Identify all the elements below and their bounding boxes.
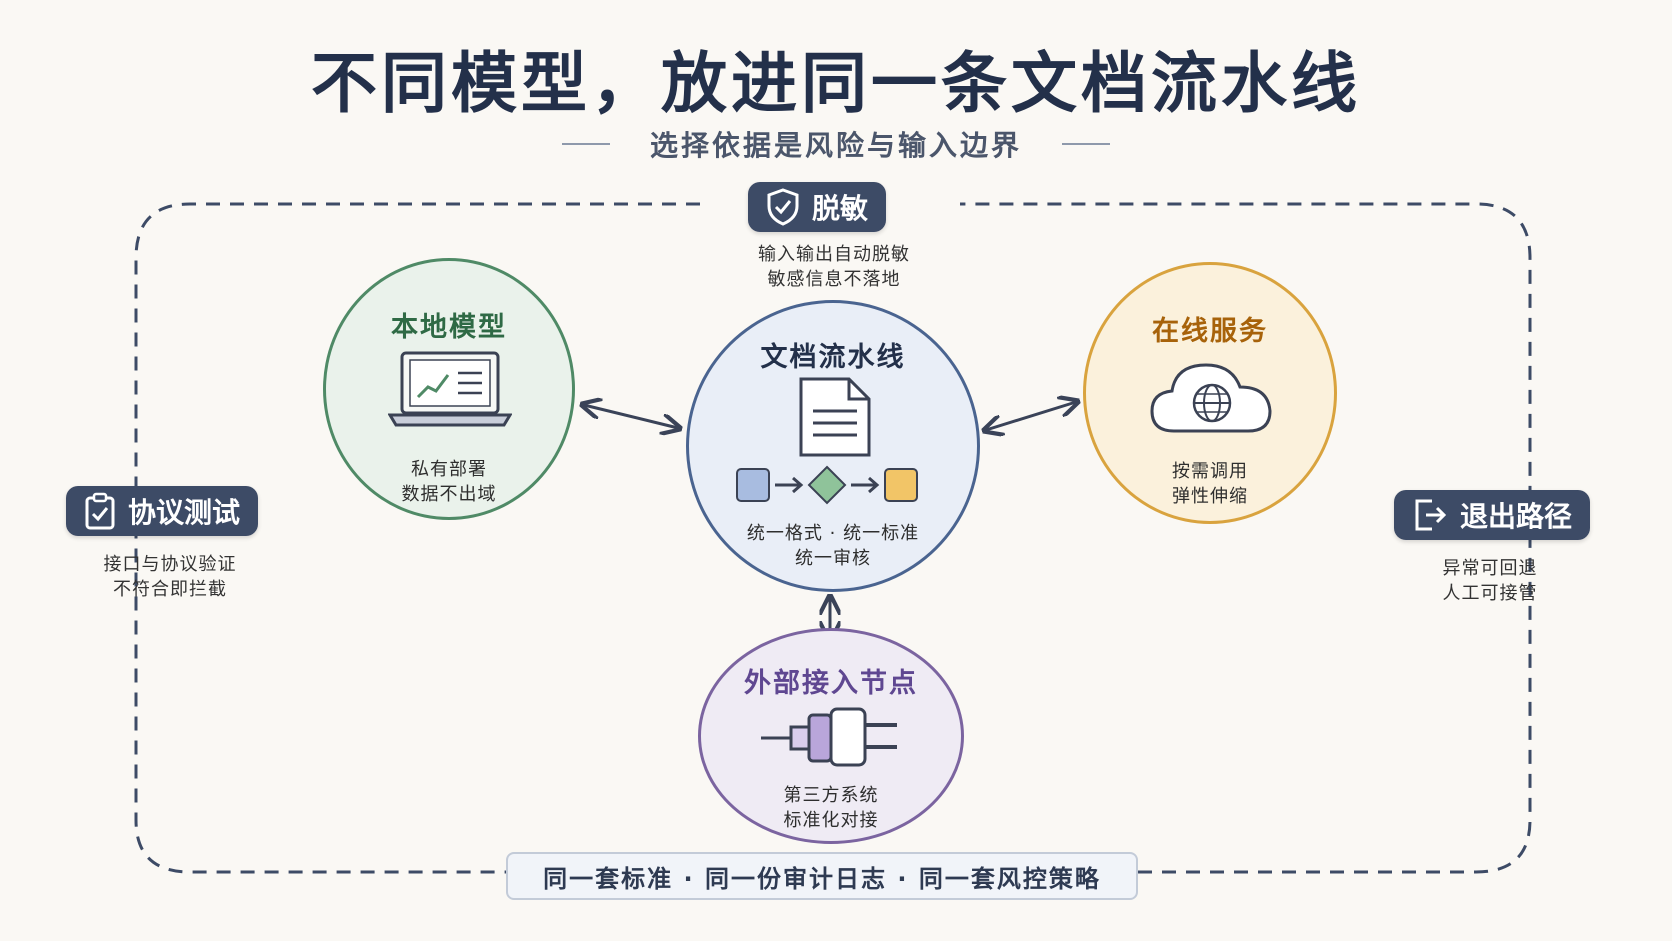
laptop-icon <box>388 351 512 427</box>
page-title: 不同模型，放进同一条文档流水线 <box>311 45 1361 122</box>
badge-desensitize-notes: 输入输出自动脱敏 敏感信息不落地 <box>724 242 944 292</box>
subtitle-row: 选择依据是风险与输入边界 <box>0 124 1672 164</box>
page-subtitle: 选择依据是风险与输入边界 <box>649 129 1022 162</box>
node-online-service-label: 按需调用 <box>1172 461 1248 482</box>
node-local-model-title: 本地模型 <box>391 312 507 343</box>
node-external-access-title: 外部接入节点 <box>744 668 918 699</box>
node-local-model-labels: 私有部署 数据不出域 <box>326 457 572 507</box>
shared-policy-bar: 同一套标准 · 同一份审计日志 · 同一套风控策略 <box>506 852 1138 900</box>
node-online-service-title: 在线服务 <box>1152 316 1268 347</box>
node-document-pipeline-label: 统一格式 · 统一标准 <box>746 523 920 544</box>
badge-exit-path-note: 异常可回退 <box>1442 558 1538 579</box>
badge-protocol-test-note: 不符合即拦截 <box>113 579 227 600</box>
node-document-pipeline-label: 统一审核 <box>795 548 871 569</box>
node-document-pipeline-labels: 统一格式 · 统一标准 统一审核 <box>689 521 977 571</box>
cloud-globe-icon <box>1150 363 1272 433</box>
badge-desensitize-label: 脱敏 <box>812 192 869 225</box>
node-document-pipeline: 文档流水线 统一格式 · 统一标准 统一审核 <box>686 300 980 592</box>
arrow-local-pipeline <box>584 405 678 428</box>
badge-exit-path: 退出路径 <box>1394 490 1591 540</box>
badge-protocol-test: 协议测试 <box>66 486 259 536</box>
node-document-pipeline-title: 文档流水线 <box>760 342 906 373</box>
badge-desensitize-note: 敏感信息不落地 <box>767 269 901 290</box>
badge-protocol-test-notes: 接口与协议验证 不符合即拦截 <box>70 552 270 602</box>
document-icon <box>799 377 871 457</box>
node-external-access-label: 第三方系统 <box>783 785 879 806</box>
node-online-service-label: 弹性伸缩 <box>1172 486 1248 507</box>
node-local-model-label: 私有部署 <box>411 459 487 480</box>
node-external-access-labels: 第三方系统 标准化对接 <box>701 783 961 833</box>
badge-protocol-test-note: 接口与协议验证 <box>103 554 237 575</box>
subtitle-dash-right <box>1062 143 1110 145</box>
node-local-model: 本地模型 私有部署 数据不出域 <box>323 258 575 520</box>
badge-protocol-test-label: 协议测试 <box>128 496 241 529</box>
exit-icon <box>1415 499 1447 531</box>
shield-check-icon <box>767 188 799 226</box>
process-flow-icon <box>736 465 918 505</box>
node-local-model-label: 数据不出域 <box>401 484 497 505</box>
clipboard-check-icon <box>85 492 115 530</box>
node-online-service-labels: 按需调用 弹性伸缩 <box>1086 459 1334 509</box>
badge-exit-path-label: 退出路径 <box>1460 500 1573 533</box>
badge-desensitize: 脱敏 <box>748 182 887 232</box>
badge-exit-path-notes: 异常可回退 人工可接管 <box>1400 556 1580 606</box>
badge-exit-path-note: 人工可接管 <box>1442 583 1538 604</box>
arrow-pipeline-cloud <box>986 402 1076 430</box>
plug-icon <box>761 707 897 767</box>
node-external-access: 外部接入节点 第三方系统 标准化对接 <box>698 628 964 844</box>
subtitle-dash-left <box>561 143 610 145</box>
node-external-access-label: 标准化对接 <box>783 810 879 831</box>
node-online-service: 在线服务 按需调用 弹性伸缩 <box>1083 262 1337 524</box>
badge-desensitize-note: 输入输出自动脱敏 <box>758 244 910 265</box>
